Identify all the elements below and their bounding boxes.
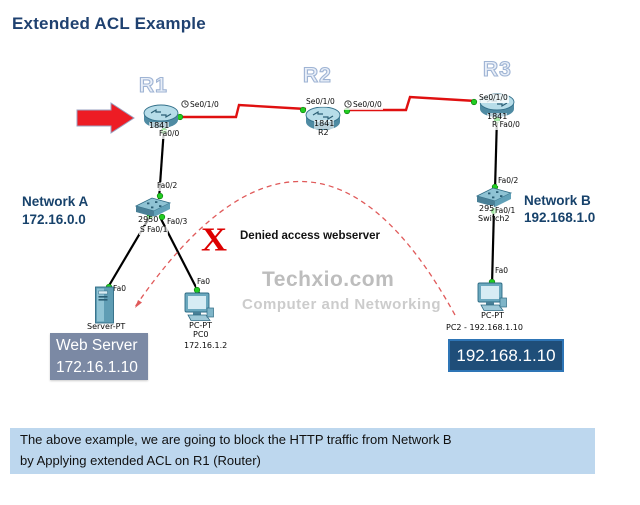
pc0-port-label: Fa0 (196, 277, 211, 287)
denied-x-mark: X (201, 220, 227, 258)
r3-model-label: 1841 (487, 112, 508, 122)
r1-serial-port-label: Se0/1/0 (180, 100, 220, 110)
denied-text: Denied access webserver (240, 230, 381, 242)
pc0-ip-label: 172.16.1.2 (184, 341, 228, 350)
r2-serial-right-port-label: Se0/0/0 (343, 100, 383, 110)
switch2-model-label: 295 (479, 204, 495, 214)
pc2-ip-callout-text: 192.168.1.10 (456, 345, 556, 365)
network-a-label: Network A (22, 194, 89, 209)
r2-name-label: R2 (318, 128, 329, 137)
r2-model-label: 1841 (314, 119, 335, 129)
pc0-name-label: PC0 (193, 330, 209, 339)
switch1-model-label: 2950 (138, 215, 159, 225)
r3-serial-port-label: Se0/1/0 (478, 93, 509, 103)
webserver-callout-box: Web Server 172.16.1.10 (50, 333, 148, 380)
webserver-callout-ip: 172.16.1.10 (56, 359, 138, 377)
r3-fa-port-label: R Fa0/0 (491, 120, 521, 130)
r1-model-label: 1841 (149, 121, 170, 131)
router-r3-big-label: R3 (482, 57, 512, 81)
webserver-callout-title: Web Server (56, 337, 138, 354)
pc2-type-label: PC-PT (481, 311, 505, 320)
server-type-label: Server-PT (87, 322, 126, 331)
note-line-1: The above example, we are going to block… (20, 432, 452, 447)
switch1-port-down-label: S Fa0/1 (139, 225, 169, 235)
pc2-icon (475, 281, 509, 318)
pc2-name-label: PC2 - 192.168.1.10 (446, 323, 523, 332)
r2-serial-left-port-label: Se0/1/0 (305, 97, 336, 107)
router-r2-big-label: R2 (302, 63, 332, 87)
r1-fa-port-label: Fa0/0 (158, 129, 181, 139)
router-r1-big-label: R1 (138, 73, 168, 97)
denied-path-arrowhead (135, 300, 142, 308)
page-title: Extended ACL Example (12, 14, 206, 33)
network-b-subnet: 192.168.1.0 (524, 210, 596, 225)
switch2-port-up-label: Fa0/2 (497, 176, 520, 186)
switch2-port-down-label: Fa0/1 (494, 206, 517, 216)
note-line-2: by Applying extended ACL on R1 (Router) (20, 452, 261, 468)
pc2-ip-callout-box: 192.168.1.10 (448, 339, 564, 372)
network-a-subnet: 172.16.0.0 (22, 212, 86, 227)
watermark-tagline: Computer and Networking (242, 296, 442, 313)
pc0-icon (182, 291, 216, 328)
switch2-icon (475, 186, 513, 217)
clock-icon (344, 100, 352, 108)
pc0-type-label: PC-PT (189, 321, 213, 330)
clock-icon (181, 100, 189, 108)
switch1-icon (134, 196, 172, 227)
watermark-site: Techxio.com (262, 268, 395, 291)
server-icon (93, 285, 117, 330)
server-port-label: Fa0 (112, 284, 127, 294)
red-block-arrow (76, 102, 135, 134)
switch2-name-label: Switch2 (478, 214, 510, 223)
explanation-note-box: The above example, we are going to block… (10, 428, 595, 474)
switch1-port-right-label: Fa0/3 (166, 217, 189, 227)
network-b-label: Network B (524, 193, 591, 208)
pc2-port-label: Fa0 (494, 266, 509, 276)
switch1-port-up-label: Fa0/2 (156, 181, 179, 191)
